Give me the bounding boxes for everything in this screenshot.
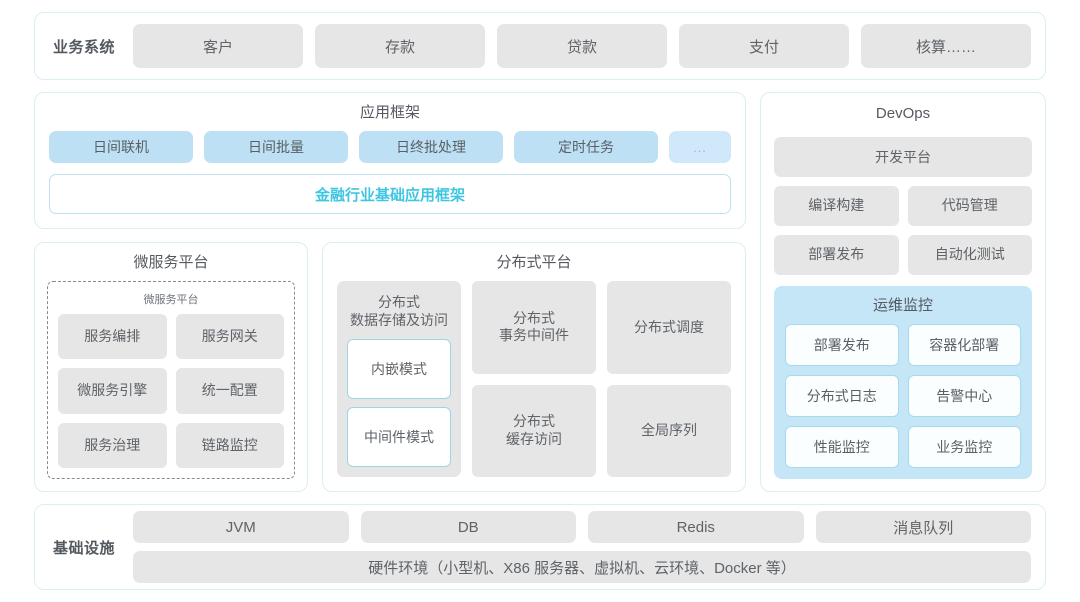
- devops-stack: 开发平台 编译构建 代码管理 部署发布 自动化测试 运维监控 部署发布 容器化部…: [774, 137, 1032, 479]
- infra-item-redis[interactable]: Redis: [588, 511, 804, 543]
- micro-cell-unified-config[interactable]: 统一配置: [175, 368, 284, 414]
- business-item-payment[interactable]: 支付: [679, 24, 850, 68]
- dist-cell-transaction-middleware[interactable]: 分布式 事务中间件: [472, 281, 596, 374]
- microservice-platform-panel: 微服务平台 微服务平台 服务编排 服务网关 微服务引擎 统一配置 服务治理 链路…: [34, 242, 308, 492]
- devops-item-deploy-release[interactable]: 部署发布: [774, 235, 899, 275]
- devops-item-automated-testing[interactable]: 自动化测试: [907, 235, 1032, 275]
- infrastructure-panel: 基础设施 JVM DB Redis 消息队列 硬件环境（小型机、X86 服务器、…: [34, 504, 1046, 590]
- microservice-inner-title: 微服务平台: [143, 294, 199, 306]
- infrastructure-label: 基础设施: [53, 539, 116, 557]
- appfw-item-more[interactable]: ...: [669, 131, 731, 163]
- dist-transaction-line1: 分布式: [513, 309, 555, 326]
- devops-title: DevOps: [875, 105, 931, 122]
- devops-item-dev-platform[interactable]: 开发平台: [774, 137, 1032, 177]
- finance-base-framework-banner: 金融行业基础应用框架: [49, 174, 731, 214]
- middle-left-column: 应用框架 日间联机 日间批量 日终批处理 定时任务 ... 金融行业基础应用框架…: [34, 92, 746, 492]
- microservice-cell-grid: 服务编排 服务网关 微服务引擎 统一配置 服务治理 链路监控: [58, 314, 284, 468]
- business-item-accounting[interactable]: 核算……: [861, 24, 1032, 68]
- ops-monitoring-box: 运维监控 部署发布 容器化部署 分布式日志 告警中心 性能监控 业务监控: [774, 286, 1032, 479]
- micro-cell-service-gateway[interactable]: 服务网关: [175, 314, 284, 360]
- middle-area: 应用框架 日间联机 日间批量 日终批处理 定时任务 ... 金融行业基础应用框架…: [34, 92, 1046, 492]
- ops-monitoring-title: 运维监控: [872, 297, 933, 314]
- business-system-items: 客户 存款 贷款 支付 核算……: [133, 24, 1032, 68]
- microservice-inner-dashed-box: 微服务平台 服务编排 服务网关 微服务引擎 统一配置 服务治理 链路监控: [47, 281, 295, 479]
- dist-data-storage-title-line1: 分布式: [378, 294, 420, 310]
- dist-cache-line1: 分布式: [513, 413, 555, 430]
- dist-cell-scheduling[interactable]: 分布式调度: [607, 281, 731, 374]
- ops-cell-containerized-deploy[interactable]: 容器化部署: [907, 324, 1021, 366]
- business-system-panel: 业务系统 客户 存款 贷款 支付 核算……: [34, 12, 1046, 80]
- dist-cell-data-storage-access[interactable]: 分布式 数据存储及访问 内嵌模式 中间件模式: [337, 281, 461, 477]
- ops-cell-distributed-log[interactable]: 分布式日志: [785, 375, 899, 417]
- devops-pair-row-1: 编译构建 代码管理: [774, 186, 1032, 226]
- platforms-row: 微服务平台 微服务平台 服务编排 服务网关 微服务引擎 统一配置 服务治理 链路…: [34, 242, 746, 492]
- business-item-loan[interactable]: 贷款: [497, 24, 668, 68]
- infrastructure-stack: JVM DB Redis 消息队列 硬件环境（小型机、X86 服务器、虚拟机、云…: [133, 511, 1032, 583]
- appfw-item-eod-batch[interactable]: 日终批处理: [359, 131, 503, 163]
- devops-item-compile-build[interactable]: 编译构建: [774, 186, 899, 226]
- devops-pair-row-2: 部署发布 自动化测试: [774, 235, 1032, 275]
- distributed-platform-panel: 分布式平台 分布式 数据存储及访问 内嵌模式 中间件模式: [322, 242, 746, 492]
- micro-cell-trace-monitoring[interactable]: 链路监控: [175, 422, 284, 468]
- dist-transaction-line2: 事务中间件: [499, 327, 569, 344]
- ops-cell-deploy-release[interactable]: 部署发布: [785, 324, 899, 366]
- micro-cell-service-orchestration[interactable]: 服务编排: [58, 314, 167, 360]
- distributed-platform-title: 分布式平台: [496, 254, 572, 271]
- devops-item-code-management[interactable]: 代码管理: [907, 186, 1032, 226]
- ops-cell-business-monitoring[interactable]: 业务监控: [907, 426, 1021, 468]
- appfw-item-daytime-batch[interactable]: 日间批量: [204, 131, 348, 163]
- infra-item-jvm[interactable]: JVM: [133, 511, 349, 543]
- ops-monitoring-grid: 部署发布 容器化部署 分布式日志 告警中心 性能监控 业务监控: [785, 324, 1021, 468]
- business-item-customer[interactable]: 客户: [133, 24, 304, 68]
- microservice-platform-title: 微服务平台: [133, 254, 209, 271]
- ops-cell-performance-monitoring[interactable]: 性能监控: [785, 426, 899, 468]
- application-framework-panel: 应用框架 日间联机 日间批量 日终批处理 定时任务 ... 金融行业基础应用框架: [34, 92, 746, 229]
- distributed-cell-grid: 分布式 数据存储及访问 内嵌模式 中间件模式 分布式 事务中间件: [337, 281, 731, 477]
- devops-panel: DevOps 开发平台 编译构建 代码管理 部署发布 自动化测试 运维监控 部署…: [760, 92, 1046, 492]
- dist-cell-global-sequence[interactable]: 全局序列: [607, 384, 731, 477]
- business-system-label: 业务系统: [53, 38, 116, 56]
- infra-item-message-queue[interactable]: 消息队列: [815, 511, 1032, 543]
- dist-cell-cache-access[interactable]: 分布式 缓存访问: [472, 384, 596, 477]
- business-item-deposit[interactable]: 存款: [315, 24, 486, 68]
- dist-mode-middleware[interactable]: 中间件模式: [347, 407, 451, 467]
- dist-data-storage-title-line2: 数据存储及访问: [350, 312, 448, 329]
- dist-mode-embedded[interactable]: 内嵌模式: [347, 339, 451, 400]
- micro-cell-microservice-engine[interactable]: 微服务引擎: [58, 368, 167, 414]
- appfw-item-scheduled-task[interactable]: 定时任务: [514, 131, 658, 163]
- dist-cache-line2: 缓存访问: [506, 430, 562, 447]
- appfw-item-daytime-online[interactable]: 日间联机: [49, 131, 193, 163]
- application-framework-pills: 日间联机 日间批量 日终批处理 定时任务 ...: [49, 131, 731, 163]
- infrastructure-items: JVM DB Redis 消息队列: [133, 511, 1032, 543]
- dist-data-storage-title: 分布式 数据存储及访问: [347, 290, 451, 331]
- application-framework-title: 应用框架: [359, 104, 420, 121]
- micro-cell-service-governance[interactable]: 服务治理: [58, 422, 167, 468]
- infra-item-db[interactable]: DB: [360, 511, 577, 543]
- infra-hardware-environment[interactable]: 硬件环境（小型机、X86 服务器、虚拟机、云环境、Docker 等）: [133, 551, 1031, 583]
- ops-cell-alert-center[interactable]: 告警中心: [907, 375, 1021, 417]
